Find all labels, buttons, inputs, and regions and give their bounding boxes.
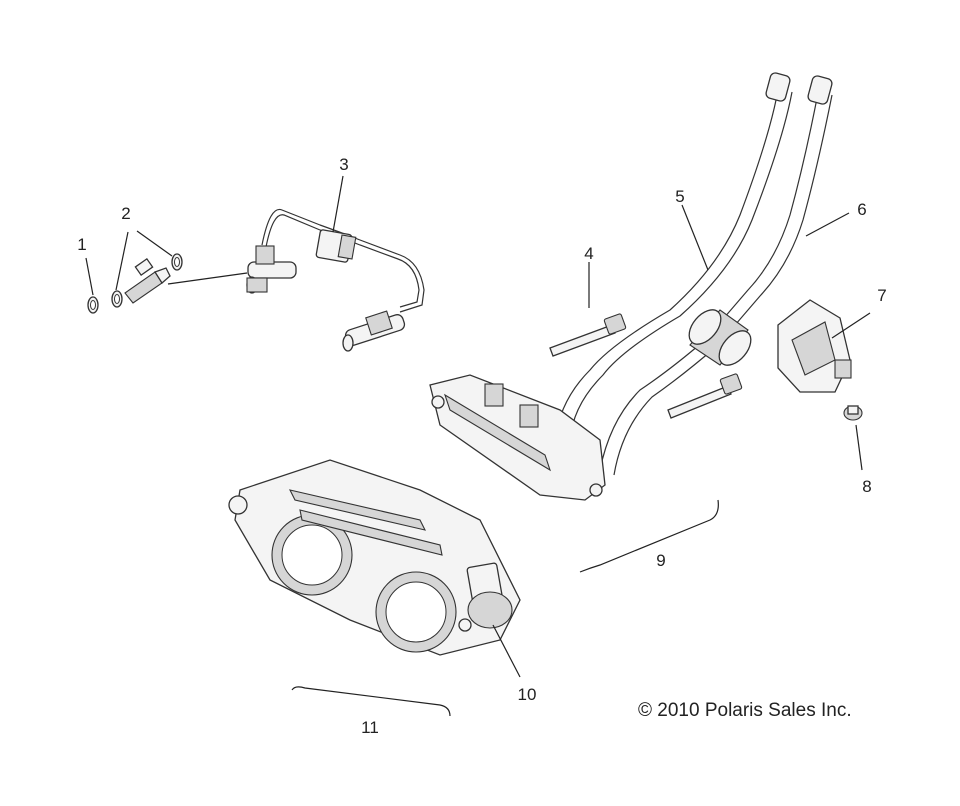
leader-injector [167, 272, 248, 285]
leader-5 [681, 204, 709, 271]
callout-11: 11 [361, 718, 379, 737]
bracket-11 [291, 686, 451, 717]
leader-1 [85, 257, 94, 296]
callout-10: 10 [518, 685, 537, 704]
leader-10 [492, 624, 521, 678]
o-ring-small [87, 296, 99, 314]
fuel-hose-6 [599, 75, 833, 476]
leader-2a [115, 231, 129, 291]
fuel-injector [124, 257, 171, 304]
callout-6: 6 [857, 200, 866, 219]
fuel-filter [688, 309, 752, 366]
callout-1: 1 [77, 235, 86, 254]
screw-small [843, 405, 863, 421]
callout-8: 8 [862, 477, 871, 496]
injector-harness [246, 208, 425, 352]
copyright-text: © 2010 Polaris Sales Inc. [638, 700, 852, 721]
callout-4: 4 [584, 244, 593, 263]
leader-3 [332, 175, 344, 233]
callout-2: 2 [121, 204, 130, 223]
sensor-bracket [777, 299, 852, 393]
leader-7 [831, 312, 871, 339]
bolt-upper [549, 313, 627, 357]
leader-8 [855, 424, 863, 471]
callout-7: 7 [877, 286, 886, 305]
leader-2b [136, 230, 173, 257]
fuel-hose-5 [554, 72, 793, 441]
callout-3: 3 [339, 155, 348, 174]
throttle-body [228, 459, 521, 656]
bracket-9 [579, 499, 719, 573]
fuel-rail [429, 374, 606, 501]
bolt-lower [667, 373, 743, 419]
leader-6 [805, 212, 850, 237]
callout-5: 5 [675, 187, 684, 206]
callout-9: 9 [656, 551, 665, 570]
seal-rings [111, 253, 183, 308]
